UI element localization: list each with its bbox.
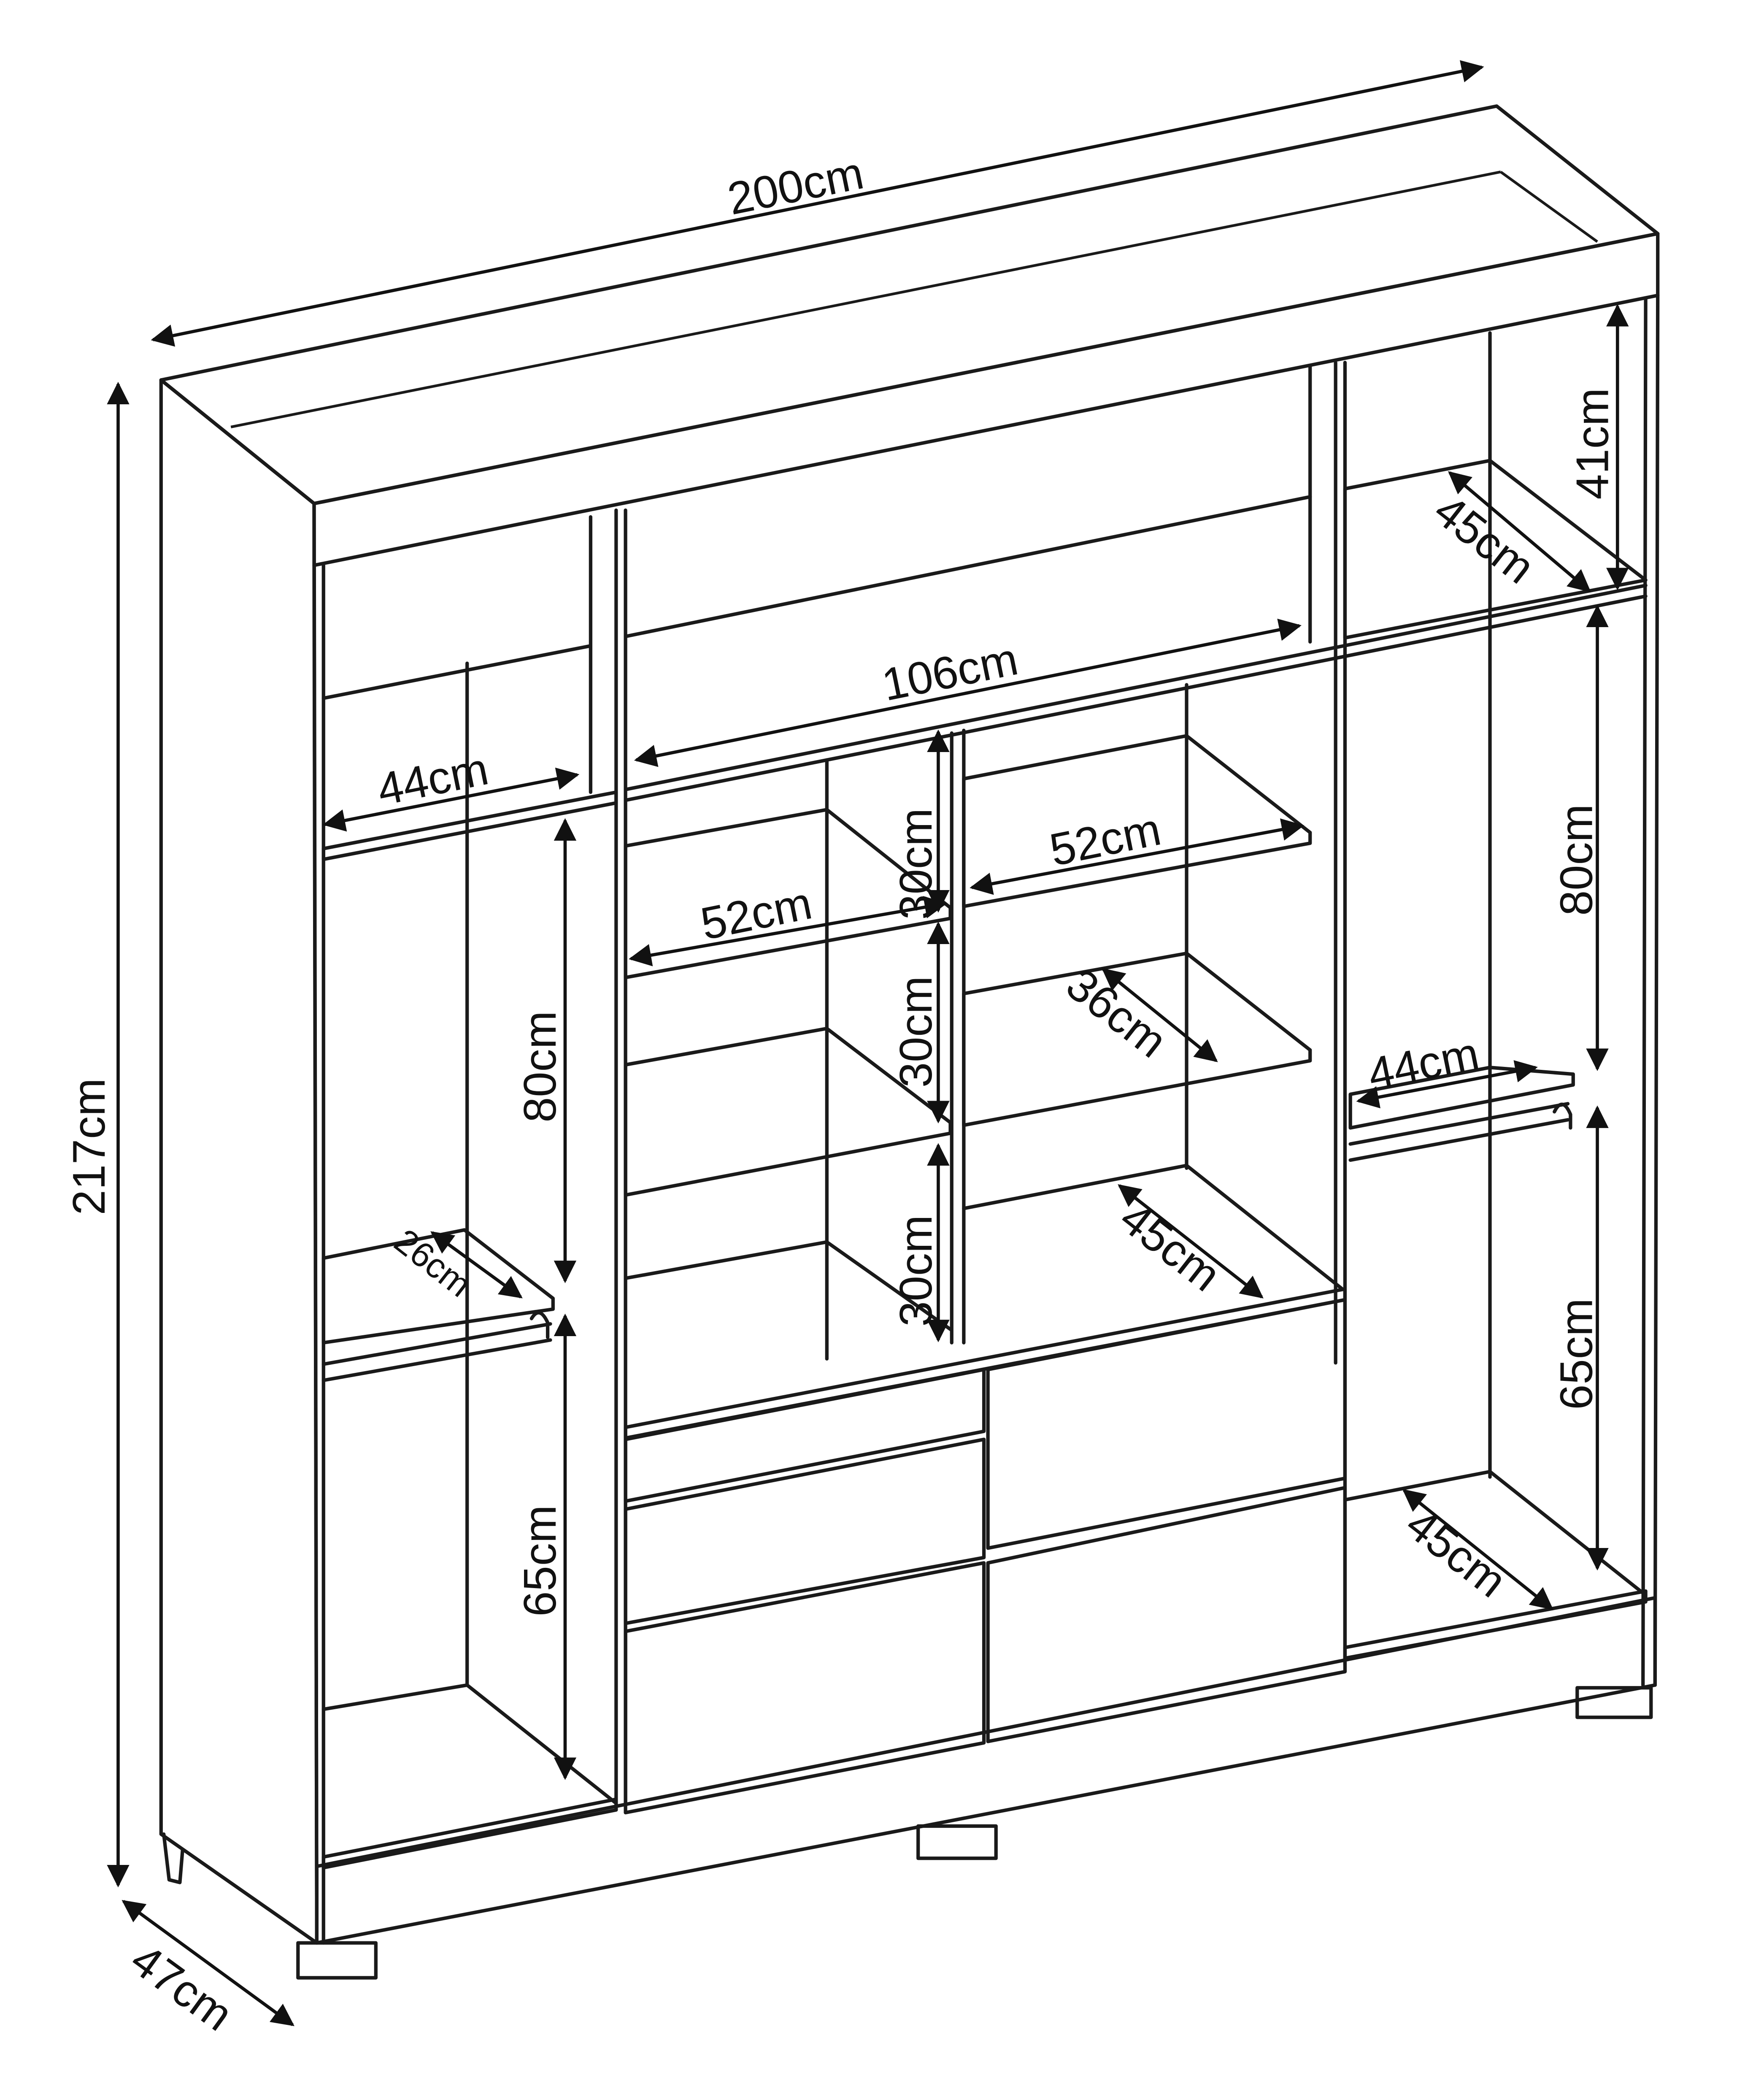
label-overall-height: 217cm [63, 1078, 114, 1215]
dimension-labels: 200cm 217cm 47cm 41cm 45cm 106cm 44cm 80… [63, 147, 1618, 2040]
label-overall-width: 200cm [723, 147, 867, 224]
drawer-bottom-left [624, 1561, 986, 1815]
foot-front-left [296, 1941, 378, 1980]
label-left-rail-width: 44cm [373, 743, 492, 815]
top-surface [159, 104, 1660, 506]
label-center-shelf-height-3: 30cm [890, 1215, 941, 1326]
right-hanging-rail [1348, 1102, 1572, 1162]
left-small-shelf [321, 1228, 555, 1345]
label-center-bottom-depth: 45cm [1111, 1192, 1230, 1301]
left-side-panel [159, 378, 319, 1945]
label-center-width: 106cm [878, 633, 1022, 710]
label-center-right-shelf-width: 52cm [1045, 803, 1165, 875]
drawer-bottom-right [986, 1486, 1347, 1743]
center-right-shelf-2 [962, 951, 1312, 1127]
left-hanging-rail [321, 1311, 552, 1382]
drawer-top-right [986, 1298, 1347, 1550]
left-upper-shelf [321, 790, 618, 861]
drawer-top-left [624, 1368, 986, 1503]
foot-center [916, 1824, 998, 1860]
label-right-upper-height: 80cm [1551, 804, 1602, 915]
bottom-plinth [315, 1596, 1657, 1945]
drawer-mid-left [624, 1437, 986, 1625]
label-right-lower-height: 65cm [1551, 1298, 1602, 1410]
dimension-lines [107, 60, 1629, 2026]
label-overall-depth: 47cm [122, 1934, 242, 2040]
foot-right [1575, 1686, 1653, 1719]
label-left-upper-height: 80cm [514, 1011, 565, 1122]
right-top-shelf [1343, 459, 1648, 640]
label-top-right-height: 41cm [1567, 388, 1618, 499]
label-center-left-shelf-width: 52cm [697, 877, 816, 949]
label-left-lower-height: 65cm [514, 1505, 565, 1616]
label-right-rail-width: 44cm [1364, 1028, 1483, 1100]
label-center-shelf-height-2: 30cm [890, 976, 941, 1088]
label-center-shelf-height-1: 30cm [890, 808, 941, 920]
label-right-bottom-depth: 45cm [1397, 1498, 1516, 1607]
